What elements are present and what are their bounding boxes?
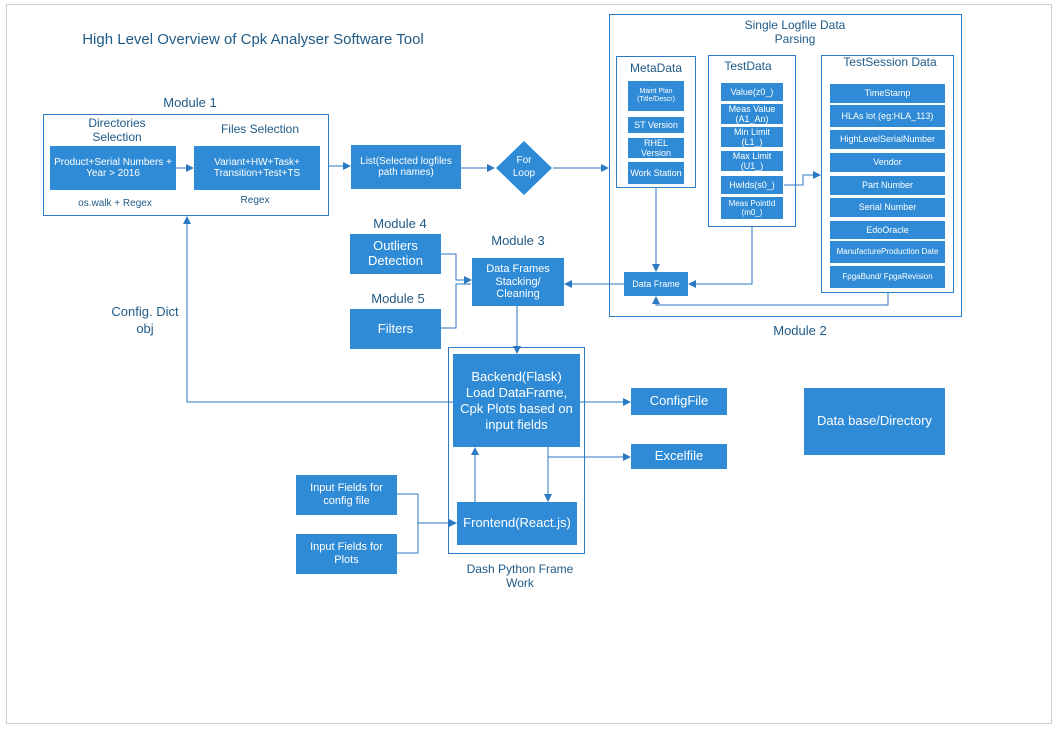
variant-filter-box[interactable]: Variant+HW+Task+ Transition+Test+TS xyxy=(194,146,320,190)
meta-maint-plan[interactable]: Maint Plan (Title/Descr) xyxy=(627,80,685,112)
page-border xyxy=(6,4,1052,724)
testdata-frame xyxy=(708,55,796,227)
arrow-outliers-to-stacking xyxy=(441,253,472,284)
excel-file-box[interactable]: Excelfile xyxy=(631,444,727,469)
module3-label: Module 3 xyxy=(491,233,545,248)
os-walk-label: os.walk + Regex xyxy=(78,198,152,209)
config-file-box[interactable]: ConfigFile xyxy=(631,388,727,415)
testsession-frame xyxy=(821,55,954,293)
ts-vendor[interactable]: Vendor xyxy=(829,152,946,173)
ts-edo-oracle[interactable]: EdoOracle xyxy=(829,220,946,240)
files-selection-label: Files Selection xyxy=(220,122,300,136)
module2-label: Module 2 xyxy=(773,323,827,338)
arrow-filters-to-stacking xyxy=(441,283,471,329)
metadata-title: MetaData xyxy=(629,61,683,75)
module4-label: Module 4 xyxy=(373,216,427,231)
ts-part-number[interactable]: Part Number xyxy=(829,175,946,196)
test-min-limit[interactable]: Min Limit (L1_) xyxy=(720,126,784,148)
module1-frame xyxy=(43,114,329,216)
test-max-limit[interactable]: Max Limit (U1_) xyxy=(720,150,784,172)
module2-frame xyxy=(609,14,962,317)
test-meas-value[interactable]: Meas Value (A1_An) xyxy=(720,103,784,125)
testdata-title: TestData xyxy=(724,59,772,73)
ts-fpga-revision[interactable]: FpgaBund/ FpgaRevision xyxy=(829,265,946,289)
meta-rhel-version[interactable]: RHEL Version xyxy=(627,137,685,159)
arrow-backend-to-module1 xyxy=(183,216,453,403)
arrow-backend-to-excelfile xyxy=(547,447,631,461)
metadata-frame xyxy=(616,56,696,188)
module5-label: Module 5 xyxy=(371,291,425,306)
ts-highlevel-serial[interactable]: HighLevelSerialNumber xyxy=(829,129,946,150)
regex-label: Regex xyxy=(240,195,270,206)
config-dict-label: Config. Dict obj xyxy=(111,304,179,336)
input-fields-config-box[interactable]: Input Fields for config file xyxy=(296,475,397,515)
frontend-react-box[interactable]: Frontend(React.js) xyxy=(457,502,577,545)
list-selected-logfiles-box[interactable]: List(Selected logfiles path names) xyxy=(351,145,461,189)
arrow-inputconfig-to-frontend xyxy=(397,493,457,527)
for-loop-decision[interactable]: For Loop xyxy=(495,140,553,196)
product-serial-box[interactable]: Product+Serial Numbers + Year > 2016 xyxy=(50,146,176,190)
data-frames-stacking-box[interactable]: Data Frames Stacking/ Cleaning xyxy=(472,258,564,306)
filters-box[interactable]: Filters xyxy=(350,309,441,349)
data-frame-box[interactable]: Data Frame xyxy=(624,272,688,296)
input-fields-plots-box[interactable]: Input Fields for Plots xyxy=(296,534,397,574)
ts-timestamp[interactable]: TimeStamp xyxy=(829,83,946,104)
for-loop-label: For Loop xyxy=(512,155,536,179)
module1-label: Module 1 xyxy=(163,95,217,110)
test-meas-pointid[interactable]: Meas PointId (m0_) xyxy=(720,196,784,220)
ts-hlas-lot[interactable]: HLAs lot (eg:HLA_113) xyxy=(829,104,946,128)
arrow-hwids-to-testsession xyxy=(784,171,821,186)
outliers-detection-box[interactable]: Outliers Detection xyxy=(350,234,441,274)
single-logfile-parsing-title: Single Logfile Data Parsing xyxy=(744,18,846,46)
testsession-title: TestSession Data xyxy=(843,55,937,69)
directories-selection-label: Directories Selection xyxy=(88,116,146,144)
arrow-inputplots-to-frontend xyxy=(397,523,419,554)
database-directory-box[interactable]: Data base/Directory xyxy=(804,388,945,455)
arrow-testdata-to-dataframe xyxy=(688,227,753,288)
dash-framework-label: Dash Python Frame Work xyxy=(466,562,574,590)
diagram-title: High Level Overview of Cpk Analyser Soft… xyxy=(82,31,424,48)
ts-serial-number[interactable]: Serial Number xyxy=(829,197,946,218)
ts-manufacture-date[interactable]: ManufactureProduction Date xyxy=(829,240,946,264)
meta-work-station[interactable]: Work Station xyxy=(627,161,685,185)
backend-flask-box[interactable]: Backend(Flask) Load DataFrame, Cpk Plots… xyxy=(453,354,580,447)
test-hwids[interactable]: HwIds(s0_) xyxy=(720,175,784,195)
meta-st-version[interactable]: ST Version xyxy=(627,116,685,134)
arrow-testsession-to-dataframe xyxy=(652,293,889,306)
test-value-z0[interactable]: Value(z0_) xyxy=(720,82,784,102)
